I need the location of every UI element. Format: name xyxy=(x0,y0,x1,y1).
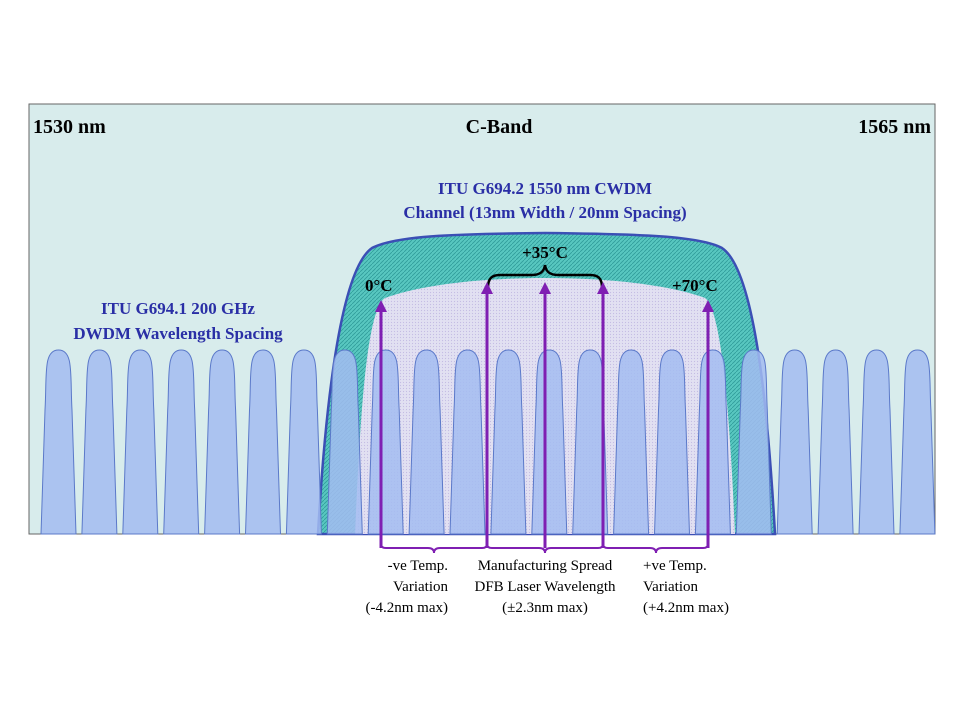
dwdm-channel xyxy=(204,349,241,535)
dwdm-channel xyxy=(163,349,200,535)
pos-temp-caption-line1: +ve Temp. xyxy=(643,558,707,574)
dwdm-channel xyxy=(285,349,322,535)
dwdm-channel xyxy=(653,349,691,535)
dwdm-channel xyxy=(694,349,731,535)
mfg-spread-caption-line1: Manufacturing Spread xyxy=(478,558,613,574)
dwdm-channel xyxy=(776,349,813,535)
temp-35c-brace xyxy=(486,264,604,289)
dwdm-label-line1: ITU G694.1 200 GHz xyxy=(101,299,255,318)
mfg-spread-caption-line3: (±2.3nm max) xyxy=(502,600,588,616)
range-braces xyxy=(380,540,709,554)
neg-temp-brace xyxy=(380,540,488,554)
temperature-arrows xyxy=(375,282,714,548)
neg-temp-caption-line1: -ve Temp. xyxy=(388,558,448,574)
band-end-label: 1565 nm xyxy=(858,116,931,138)
pos-temp-brace xyxy=(602,540,709,554)
dwdm-channel xyxy=(449,349,486,535)
band-title: C-Band xyxy=(466,116,533,138)
cwdm-label-line2: Channel (13nm Width / 20nm Spacing) xyxy=(403,203,686,222)
dwdm-channel xyxy=(490,349,527,535)
neg-temp-caption-line2: Variation xyxy=(393,579,448,595)
dwdm-channel xyxy=(531,349,568,535)
dwdm-channel xyxy=(367,349,404,535)
dwdm-channel-group xyxy=(40,349,936,535)
dwdm-channel xyxy=(613,349,650,535)
dwdm-channel xyxy=(817,349,854,535)
pos-temp-caption-line2: Variation xyxy=(643,579,698,595)
band-start-label: 1530 nm xyxy=(33,116,106,138)
dwdm-channel xyxy=(326,349,363,535)
dwdm-channel xyxy=(244,349,282,535)
dwdm-channel xyxy=(899,349,936,535)
dwdm-channel xyxy=(858,349,895,535)
pos-temp-caption-line3: (+4.2nm max) xyxy=(643,600,729,616)
mfg-spread-brace xyxy=(486,540,604,554)
dwdm-channel xyxy=(40,349,77,535)
neg-temp-caption: -ve Temp. Variation (-4.2nm max) xyxy=(366,558,449,616)
temp-0c-label: 0°C xyxy=(365,276,393,295)
pos-temp-caption: +ve Temp. Variation (+4.2nm max) xyxy=(643,558,729,616)
dwdm-label-line2: DWDM Wavelength Spacing xyxy=(73,324,283,343)
neg-temp-caption-line3: (-4.2nm max) xyxy=(366,600,448,616)
cwdm-label-line1: ITU G694.2 1550 nm CWDM xyxy=(438,179,652,198)
dwdm-channel xyxy=(735,349,772,535)
mfg-spread-caption-line2: DFB Laser Wavelength xyxy=(475,579,616,595)
temp-70c-label: +70°C xyxy=(672,276,718,295)
mfg-spread-caption: Manufacturing Spread DFB Laser Wavelengt… xyxy=(475,558,616,616)
temp-35c-label: +35°C xyxy=(522,243,568,262)
dwdm-channel xyxy=(122,349,159,535)
dwdm-channel xyxy=(408,349,445,535)
dwdm-channel xyxy=(81,349,118,535)
